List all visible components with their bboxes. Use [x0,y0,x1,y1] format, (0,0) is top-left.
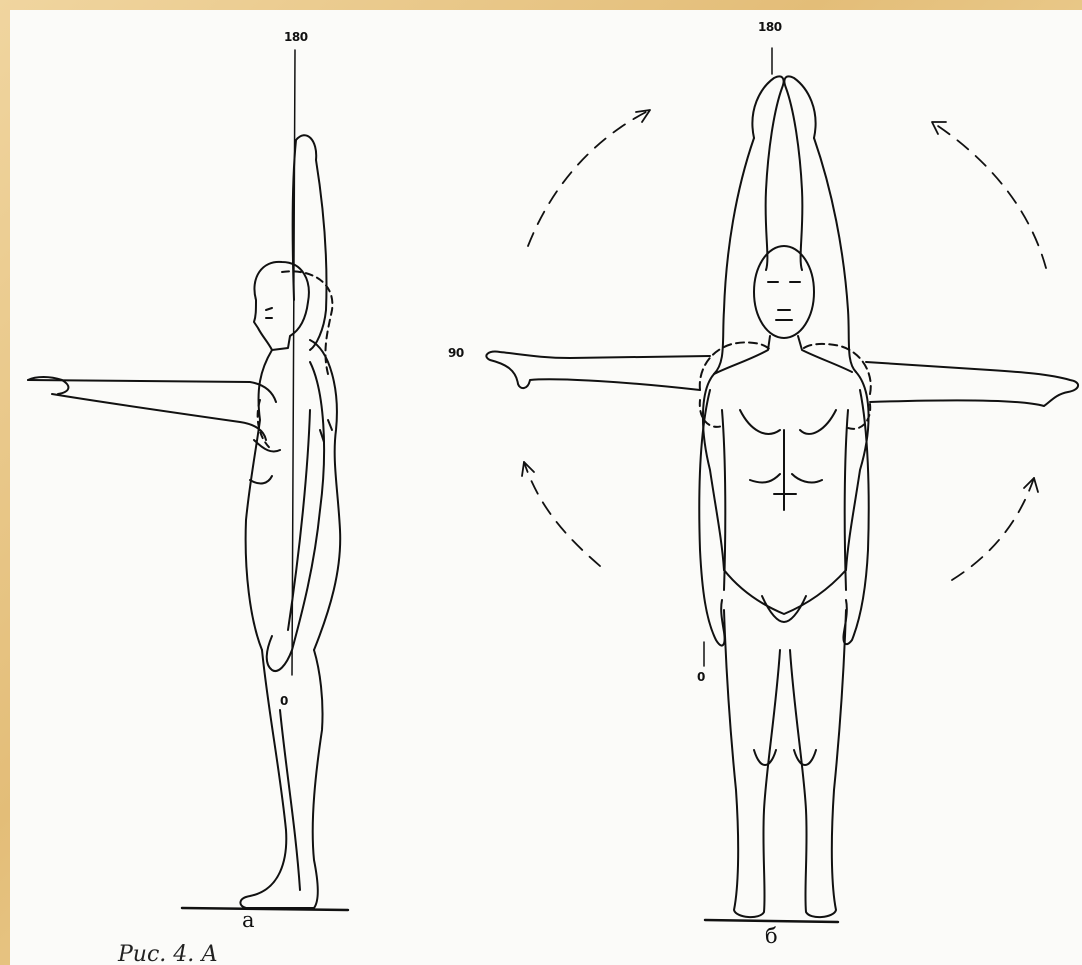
left-angle-180-label: 180 [284,30,308,44]
side-view-figure [28,50,348,910]
figure-page: 180 0 180 90 0 а б Рис. 4. А [10,10,1082,965]
left-angle-0-label: 0 [280,694,288,708]
front-view-figure [486,48,1078,922]
anatomy-illustration [10,10,1082,965]
panel-label-b: б [765,924,778,948]
panel-label-a: а [242,908,255,932]
figure-caption: Рис. 4. А [118,942,218,965]
right-angle-90-label: 90 [448,346,464,360]
right-angle-0-label: 0 [697,670,705,684]
right-angle-180-label: 180 [758,20,782,34]
